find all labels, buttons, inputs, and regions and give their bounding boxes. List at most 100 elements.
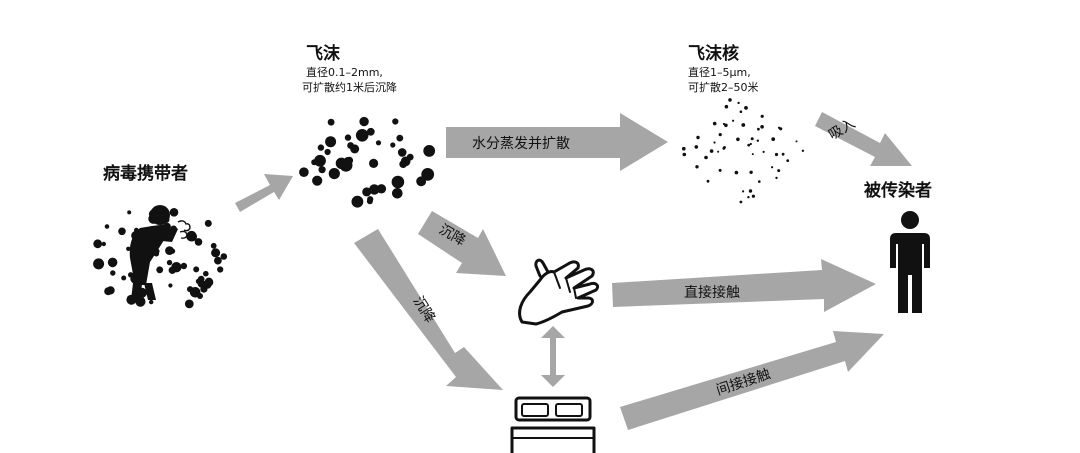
droplet-dot <box>118 227 126 236</box>
droplet-dot <box>121 275 127 281</box>
droplet-dot <box>214 256 222 265</box>
droplet-dot <box>392 188 403 199</box>
droplet-dot <box>314 154 326 167</box>
droplet-dot <box>169 208 179 217</box>
droplet-dot <box>351 195 364 208</box>
droplet-dot <box>101 241 107 247</box>
droplet-dot <box>375 140 382 146</box>
droplet-dot <box>391 175 405 189</box>
arrows-layer <box>235 112 912 430</box>
droplet-dot <box>220 253 228 260</box>
nucleus-dot <box>786 159 790 163</box>
nucleus-dot <box>756 139 759 142</box>
droplet-dot <box>168 283 173 288</box>
droplet-dot <box>180 262 188 270</box>
droplet-dot <box>392 118 399 125</box>
droplet-dot <box>195 289 200 294</box>
droplet-dot <box>325 136 337 148</box>
droplet-dot <box>93 239 103 249</box>
droplet-dot <box>344 134 352 141</box>
nucleus-desc-line1: 直径1–5μm, <box>688 65 751 79</box>
arrow-evaporate <box>446 113 668 171</box>
droplet-dot <box>421 168 435 181</box>
label-evaporate: 水分蒸发并扩散 <box>472 136 570 152</box>
nucleus-dot <box>758 180 761 183</box>
nucleus-dot <box>744 106 748 110</box>
droplet-dot <box>369 158 379 168</box>
nucleus-dot <box>722 122 726 126</box>
nucleus-dot <box>749 170 753 174</box>
droplet-dot <box>184 299 194 309</box>
arrow-indirect-contact <box>620 331 884 430</box>
droplet-dot <box>166 259 173 266</box>
nucleus-dot <box>722 147 726 150</box>
nucleus-dot <box>771 137 776 142</box>
nucleus-dot <box>728 98 732 102</box>
nucleus-dot <box>704 155 708 160</box>
nucleus-dot <box>724 104 729 109</box>
droplet-dot <box>359 116 369 127</box>
droplet-dot <box>186 230 197 242</box>
droplet-dot <box>390 142 396 148</box>
nucleus-dot <box>751 153 754 156</box>
nucleus-dot <box>750 137 754 141</box>
nucleus-dot <box>717 150 720 153</box>
nucleus-dot <box>741 123 746 127</box>
droplet-dot <box>347 142 354 149</box>
nucleus-desc-line2: 可扩散2–50米 <box>688 80 759 94</box>
droplet-desc-line1: 直径0.1–2mm, <box>306 65 383 79</box>
nucleus-dot <box>795 140 798 143</box>
hand-icon <box>518 258 600 326</box>
arrow-inhale <box>815 112 912 166</box>
bed-icon <box>510 396 596 453</box>
droplet-dot <box>418 178 426 186</box>
droplet-dot <box>204 219 212 227</box>
nucleus-dot <box>760 114 764 118</box>
droplet-dot <box>193 266 200 273</box>
nucleus-dot <box>682 146 686 151</box>
nucleus-dot <box>736 137 740 142</box>
nucleus-dot <box>718 168 722 172</box>
droplet-dot <box>324 148 331 156</box>
droplet-dot <box>396 134 404 142</box>
droplet-title: 飞沫 <box>306 43 341 64</box>
coughing-person-icon <box>93 205 228 309</box>
nucleus-dot <box>757 127 760 131</box>
nucleus-dot <box>706 179 710 183</box>
arrow-settle-to-hand <box>418 211 506 276</box>
droplet-dot <box>149 299 154 305</box>
droplet-dot <box>107 257 118 268</box>
droplet-dot <box>104 224 110 229</box>
nucleus-dot <box>747 196 750 199</box>
droplet-dot <box>327 118 335 126</box>
droplet-dot <box>366 198 373 205</box>
infected-title: 被传染者 <box>864 180 932 201</box>
label-direct-contact: 直接接触 <box>684 284 740 301</box>
droplet-dot <box>318 166 326 174</box>
droplet-dot <box>369 184 380 195</box>
droplet-dot <box>299 167 309 177</box>
droplet-dot <box>197 275 205 283</box>
droplet-nucleus-cluster-icon <box>682 98 805 204</box>
nucleus-dot <box>695 165 699 169</box>
nucleus-dot <box>732 119 735 122</box>
arrow-hand-bed-double <box>541 326 565 387</box>
nucleus-dot <box>713 141 716 144</box>
droplet-dot <box>171 262 182 273</box>
droplet-dot <box>400 156 411 167</box>
droplet-dot <box>362 187 372 197</box>
nucleus-dot <box>777 169 781 173</box>
droplet-dot <box>423 145 436 157</box>
droplet-dot <box>126 246 131 251</box>
droplet-dot <box>187 286 194 293</box>
nucleus-dot <box>774 152 779 157</box>
nucleus-dot <box>749 142 752 146</box>
droplet-dot <box>317 144 325 151</box>
arrow-direct-contact <box>612 259 876 312</box>
nucleus-dot <box>696 135 700 140</box>
nucleus-dot <box>739 200 743 204</box>
droplet-dot <box>93 258 105 270</box>
nucleus-dot <box>748 189 753 193</box>
droplet-dot <box>217 266 224 273</box>
